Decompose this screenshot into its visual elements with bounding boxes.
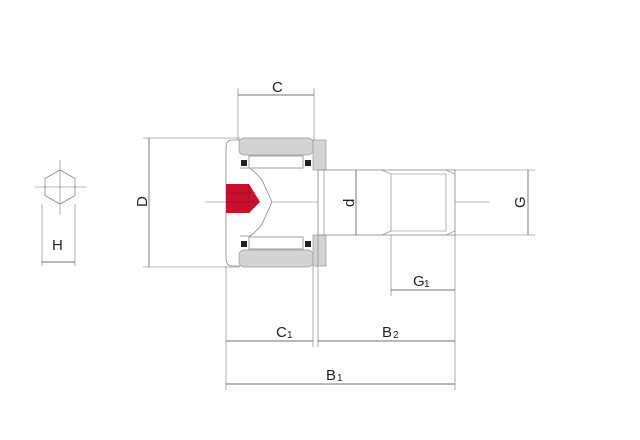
needle-roller-top <box>248 155 304 169</box>
label-H: H <box>52 237 63 254</box>
needle-roller-bottom <box>248 236 304 250</box>
svg-text:1: 1 <box>424 279 430 290</box>
svg-text:C: C <box>276 324 287 341</box>
side-plate-top <box>312 139 327 171</box>
extension-lines <box>143 88 535 390</box>
label-G: G <box>512 196 529 208</box>
label-d: d <box>341 199 358 207</box>
dimension-lines <box>148 94 529 385</box>
hex-socket-red <box>226 184 260 213</box>
svg-text:B: B <box>382 324 392 341</box>
svg-text:G: G <box>413 273 425 290</box>
side-plate-bottom <box>312 234 327 267</box>
outer-ring-bottom <box>238 249 314 268</box>
hex-end-view <box>35 160 86 266</box>
label-C: C <box>272 79 283 96</box>
svg-text:B: B <box>326 367 336 384</box>
label-D: D <box>134 196 151 207</box>
svg-text:1: 1 <box>287 330 293 341</box>
svg-text:1: 1 <box>337 373 343 384</box>
stud-shaft <box>317 169 456 236</box>
svg-text:2: 2 <box>393 330 399 341</box>
seals <box>241 160 311 247</box>
outer-ring-top <box>238 137 314 156</box>
